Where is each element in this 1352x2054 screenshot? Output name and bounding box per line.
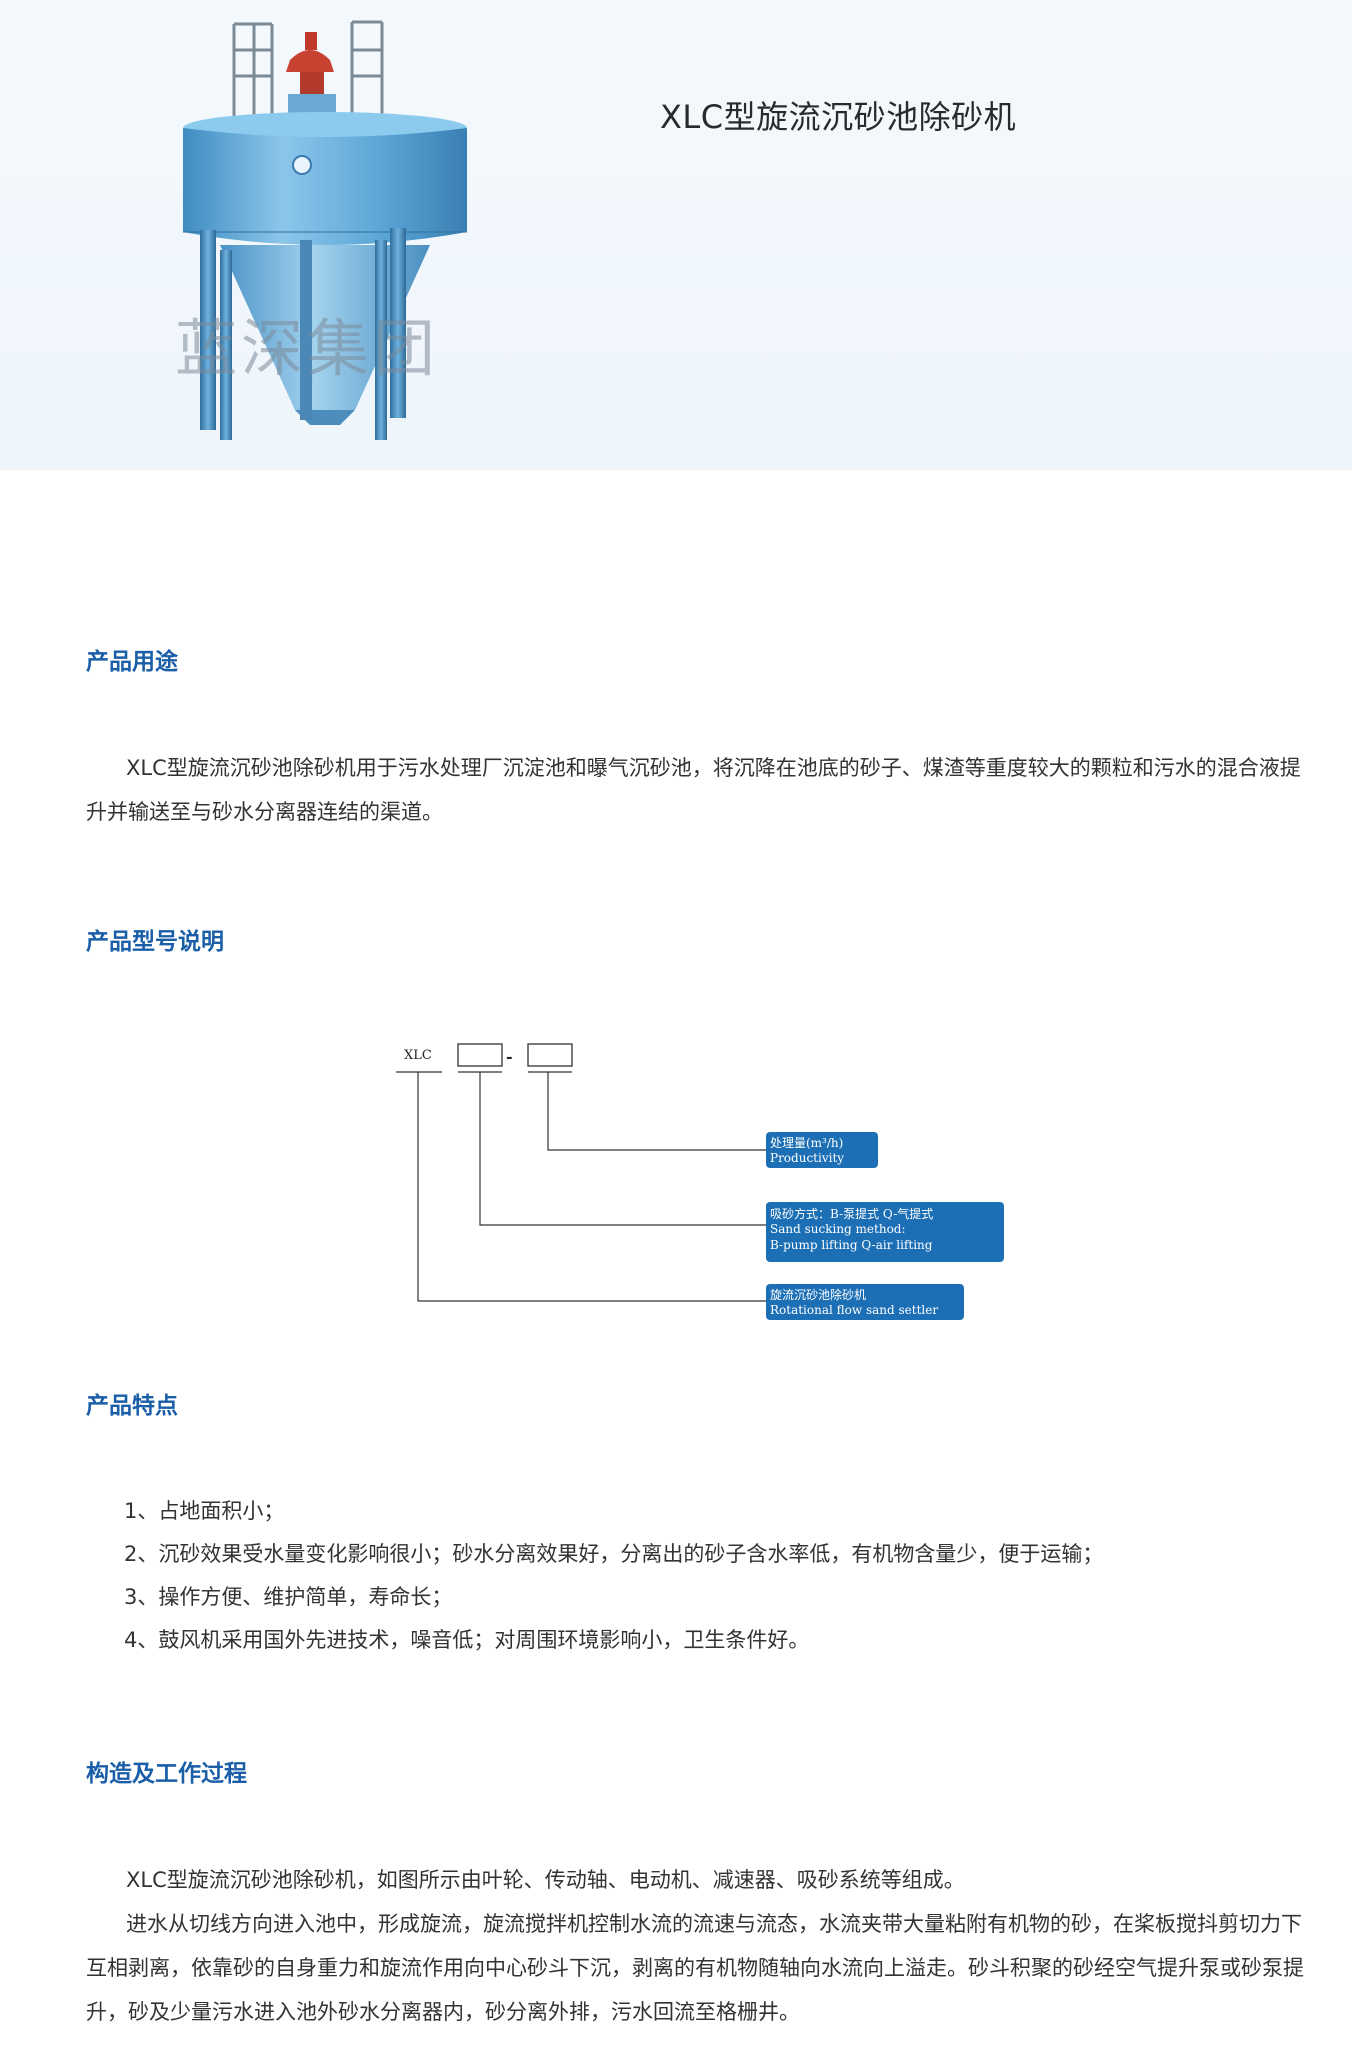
section-title-model: 产品型号说明 bbox=[86, 929, 224, 955]
svg-text:旋流沉砂池除砂机: 旋流沉砂池除砂机 bbox=[770, 1287, 866, 1302]
feature-item-3: 3、操作方便、维护简单，寿命长； bbox=[124, 1585, 453, 1609]
svg-text:B-pump lifting Q-air lifting: B-pump lifting Q-air lifting bbox=[770, 1238, 933, 1252]
product-title: XLC型旋流沉砂池除砂机 bbox=[660, 98, 1017, 136]
feature-item-4: 4、鼓风机采用国外先进技术，噪音低；对周围环境影响小，卫生条件好。 bbox=[124, 1628, 810, 1652]
svg-text:Productivity: Productivity bbox=[770, 1151, 844, 1165]
code-dash: - bbox=[506, 1047, 513, 1066]
structure-text-1: XLC型旋流沉砂池除砂机，如图所示由叶轮、传动轴、电动机、减速器、吸砂系统等组成… bbox=[126, 1868, 965, 1892]
svg-text:Sand sucking method:: Sand sucking method: bbox=[770, 1222, 906, 1236]
usage-text: XLC型旋流沉砂池除砂机用于污水处理厂沉淀池和曝气沉砂池，将沉降在池底的砂子、煤… bbox=[86, 756, 1301, 824]
feature-item-2: 2、沉砂效果受水量变化影响很小；砂水分离效果好，分离出的砂子含水率低，有机物含量… bbox=[124, 1542, 1104, 1566]
sand-remover-product-image: 蓝深集团 bbox=[175, 20, 467, 440]
section-title-features: 产品特点 bbox=[86, 1393, 178, 1419]
hero-banner: 蓝深集团 XLC型旋流沉砂池除砂机 bbox=[0, 0, 1352, 470]
model-code-diagram: XLC - 处理量(m³/h) Productivity 吸砂方式：B-泵提式 … bbox=[396, 1043, 1004, 1320]
label-box-sucking-method bbox=[766, 1202, 1004, 1262]
structure-paragraphs: XLC型旋流沉砂池除砂机，如图所示由叶轮、传动轴、电动机、减速器、吸砂系统等组成… bbox=[86, 1858, 1316, 2034]
svg-text:Rotational flow sand settler: Rotational flow sand settler bbox=[770, 1303, 938, 1317]
model-prefix: XLC bbox=[404, 1048, 432, 1063]
features-list: 1、占地面积小； 2、沉砂效果受水量变化影响很小；砂水分离效果好，分离出的砂子含… bbox=[124, 1490, 1314, 1662]
structure-text-2: 进水从切线方向进入池中，形成旋流，旋流搅拌机控制水流的流速与流态，水流夹带大量粘… bbox=[86, 1912, 1304, 2024]
usage-paragraph: XLC型旋流沉砂池除砂机用于污水处理厂沉淀池和曝气沉砂池，将沉降在池底的砂子、煤… bbox=[86, 746, 1316, 834]
section-title-usage: 产品用途 bbox=[86, 649, 178, 675]
svg-text:吸砂方式：B-泵提式 Q-气提式: 吸砂方式：B-泵提式 Q-气提式 bbox=[770, 1206, 933, 1221]
label-box-productivity bbox=[766, 1132, 878, 1168]
svg-text:处理量(m³/h): 处理量(m³/h) bbox=[770, 1136, 843, 1150]
section-title-structure: 构造及工作过程 bbox=[86, 1761, 247, 1787]
code-box-1 bbox=[457, 1043, 503, 1067]
feature-item-1: 1、占地面积小； bbox=[124, 1499, 285, 1523]
code-box-2 bbox=[527, 1043, 573, 1067]
watermark-text: 蓝深集团 bbox=[175, 312, 439, 385]
label-box-settler bbox=[766, 1284, 964, 1320]
